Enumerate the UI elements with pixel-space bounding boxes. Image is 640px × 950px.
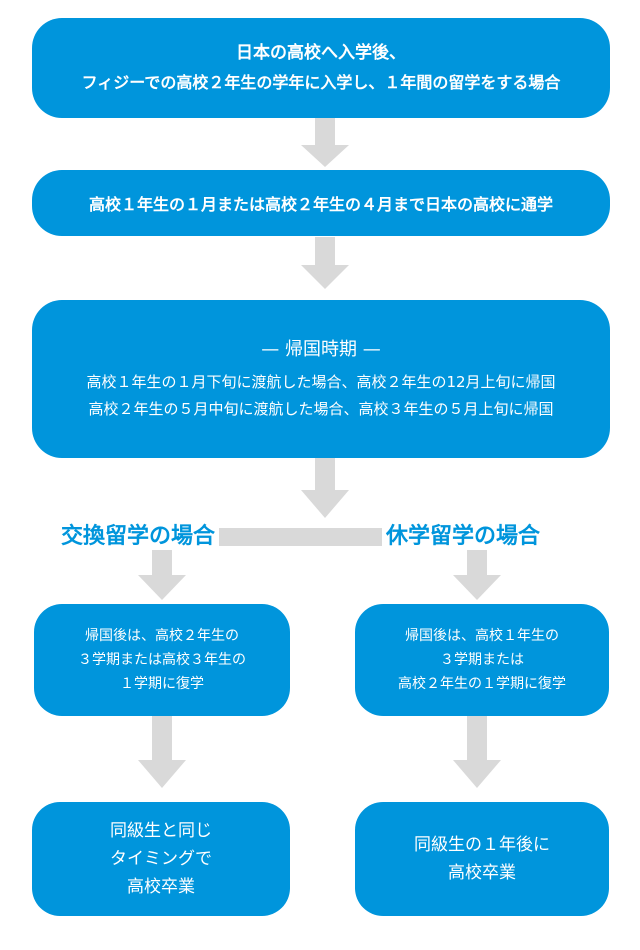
leave-graduation-box: 同級生の１年後に 高校卒業 bbox=[355, 802, 609, 916]
exchange-return-line-3: １学期に復学 bbox=[120, 676, 204, 692]
attendance-box: 高校１年生の１月または高校２年生の４月まで日本の高校に通学 bbox=[32, 170, 610, 236]
attendance-line: 高校１年生の１月または高校２年生の４月まで日本の高校に通学 bbox=[88, 195, 553, 214]
intro-box: 日本の高校へ入学後、 フィジーでの高校２年生の学年に入学し、１年間の留学をする場… bbox=[32, 18, 610, 118]
exchange-study-label: 交換留学の場合 bbox=[57, 518, 220, 550]
exchange-return-line-1: 帰国後は、高校２年生の bbox=[85, 628, 239, 644]
arrow-1 bbox=[301, 118, 349, 167]
arrow-left-1 bbox=[138, 528, 186, 600]
exchange-graduation-line-1: 同級生と同じ bbox=[110, 821, 212, 841]
arrow-left-2 bbox=[138, 716, 186, 788]
leave-return-line-1: 帰国後は、高校１年生の bbox=[405, 628, 559, 644]
return-period-box: — 帰国時期 — 高校１年生の１月下旬に渡航した場合、高校２年生の12月上旬に帰… bbox=[32, 300, 610, 458]
exchange-graduation-line-2: タイミングで bbox=[110, 849, 212, 869]
arrow-3 bbox=[301, 458, 349, 518]
arrow-right-1 bbox=[453, 528, 501, 600]
leave-return-line-2: ３学期または bbox=[440, 652, 524, 668]
leave-graduation-line-1: 同級生の１年後に bbox=[414, 835, 550, 855]
exchange-return-box: 帰国後は、高校２年生の ３学期または高校３年生の １学期に復学 bbox=[34, 604, 290, 716]
return-period-line-1: 高校１年生の１月下旬に渡航した場合、高校２年生の12月上旬に帰国 bbox=[86, 372, 556, 391]
leave-return-line-3: 高校２年生の１学期に復学 bbox=[398, 676, 566, 692]
intro-line-2: フィジーでの高校２年生の学年に入学し、１年間の留学をする場合 bbox=[81, 73, 561, 92]
leave-return-box: 帰国後は、高校１年生の ３学期または 高校２年生の１学期に復学 bbox=[355, 604, 609, 716]
exchange-graduation-line-3: 高校卒業 bbox=[127, 877, 195, 897]
return-period-heading: — 帰国時期 — bbox=[261, 338, 381, 360]
exchange-return-line-2: ３学期または高校３年生の bbox=[78, 652, 246, 668]
arrow-2 bbox=[301, 237, 349, 289]
leave-graduation-line-2: 高校卒業 bbox=[448, 863, 516, 883]
exchange-graduation-box: 同級生と同じ タイミングで 高校卒業 bbox=[32, 802, 290, 916]
intro-line-1: 日本の高校へ入学後、 bbox=[236, 43, 406, 63]
return-period-line-2: 高校２年生の５月中旬に渡航した場合、高校３年生の５月上旬に帰国 bbox=[88, 399, 554, 418]
leave-study-label: 休学留学の場合 bbox=[382, 518, 545, 550]
arrow-right-2 bbox=[453, 716, 501, 788]
